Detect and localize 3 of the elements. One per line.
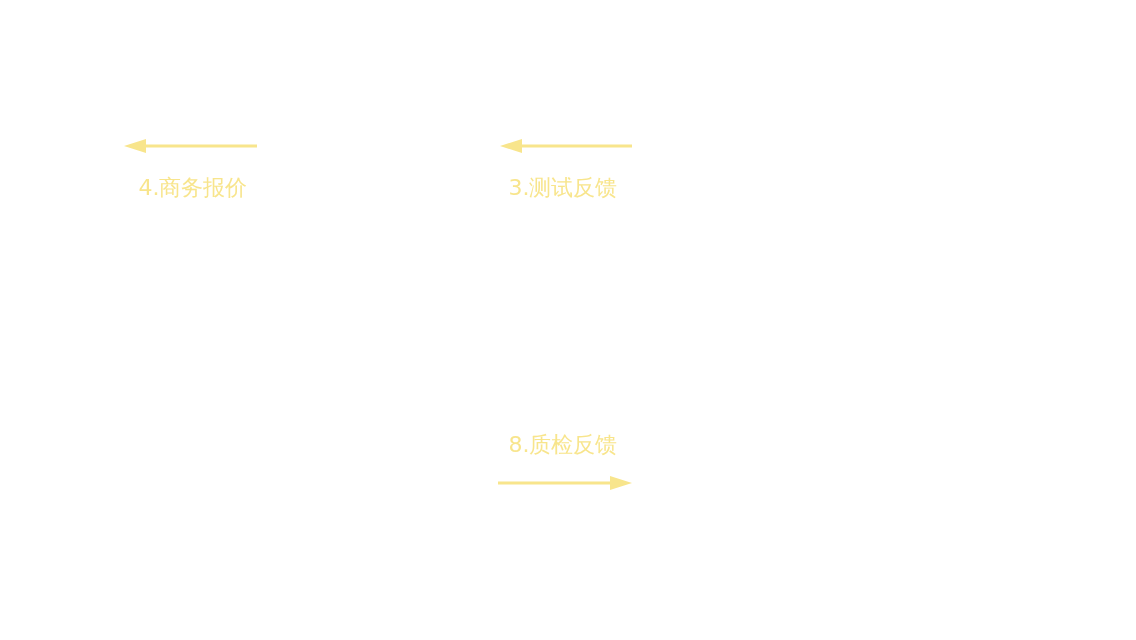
arrow-label: 4.商务报价 <box>138 174 248 202</box>
arrow-label: 3.测试反馈 <box>508 174 618 202</box>
arrow-label: 8.质检反馈 <box>508 431 618 459</box>
